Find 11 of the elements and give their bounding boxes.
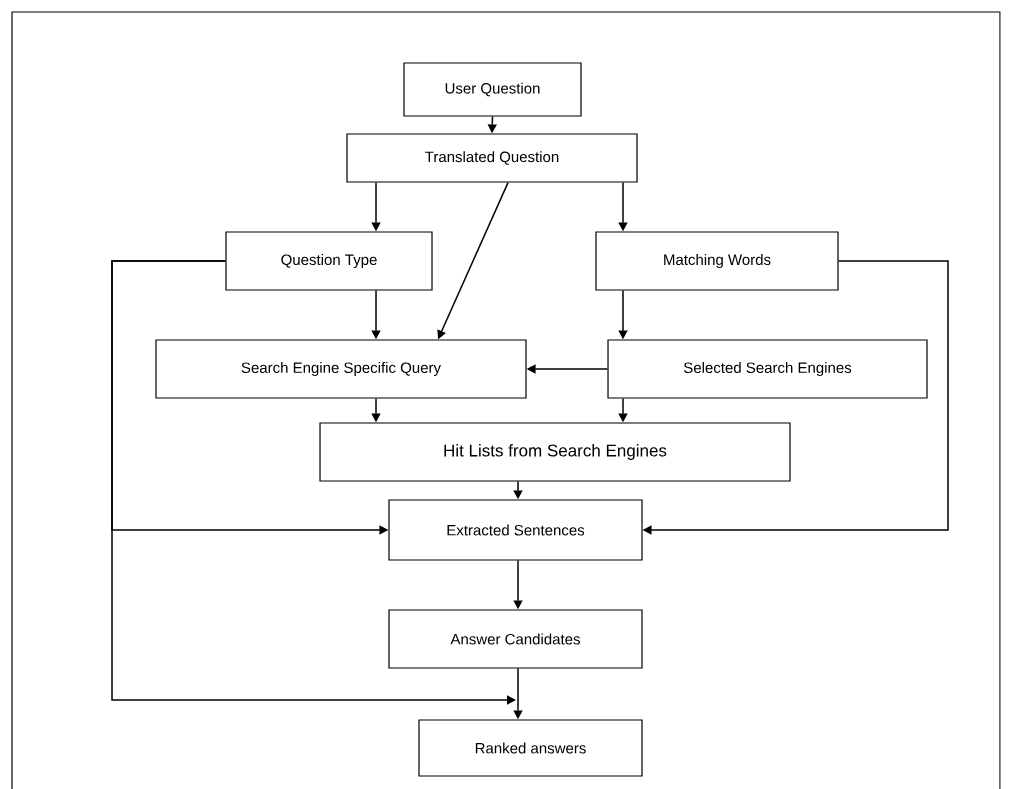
process-box: Answer Candidates xyxy=(388,609,643,669)
process-box: Translated Question xyxy=(346,133,638,183)
arrow xyxy=(111,260,516,705)
process-box: Hit Lists from Search Engines xyxy=(319,422,791,482)
process-box: Search Engine Specific Query xyxy=(155,339,527,399)
process-box: User Question xyxy=(403,62,582,117)
process-box: Selected Search Engines xyxy=(607,339,928,399)
process-box: Matching Words xyxy=(595,231,839,291)
process-box: Question Type xyxy=(225,231,433,291)
process-box: Ranked answers xyxy=(418,719,643,777)
process-box: Extracted Sentences xyxy=(388,499,643,561)
